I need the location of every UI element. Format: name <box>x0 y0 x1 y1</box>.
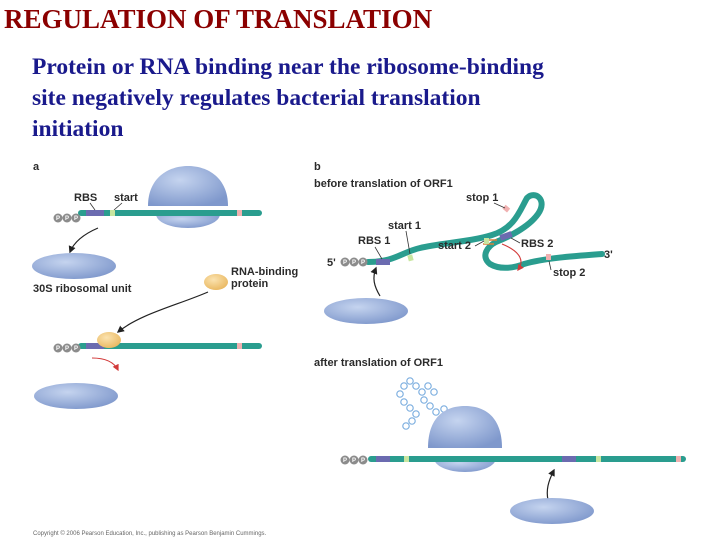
stop2-label: stop 2 <box>553 267 585 279</box>
free-30s-subunit-2 <box>34 383 118 409</box>
five-prime-label: 5' <box>327 257 336 269</box>
blocked-arrow-b <box>501 243 524 272</box>
panel-b-after: P P P <box>340 377 686 524</box>
slide-title: REGULATION OF TRANSLATION <box>4 4 433 34</box>
svg-text:P: P <box>74 216 78 222</box>
binding-arrow-b <box>370 266 381 297</box>
bound-protein <box>97 332 121 348</box>
svg-text:P: P <box>56 216 60 222</box>
protein-label-2: protein <box>231 278 269 290</box>
triphosphate-cap: P P P <box>53 213 81 223</box>
start1-site <box>407 254 414 262</box>
rbs2-site <box>499 231 513 241</box>
panel-a-step3: P P P <box>53 332 262 353</box>
start-label: start <box>114 192 138 204</box>
panel-a-label: a <box>33 161 40 173</box>
blocked-arrow <box>91 357 119 372</box>
subtitle-line-1: Protein or RNA binding near the ribosome… <box>32 54 544 80</box>
panel-b-before: P P P 5' 3' stop 1 start 1 RBS 1 start 2… <box>324 192 613 324</box>
subtitle-line-2: site negatively regulates bacterial tran… <box>32 85 481 111</box>
large-ribosome-subunit <box>148 166 228 206</box>
svg-text:P: P <box>361 260 365 266</box>
svg-text:P: P <box>361 458 365 464</box>
subunit-label: 30S ribosomal unit <box>33 283 132 295</box>
rna-binding-protein <box>204 274 228 290</box>
mrna-strand-b <box>368 456 686 462</box>
svg-text:P: P <box>343 458 347 464</box>
free-30s-subunit-b <box>324 298 408 324</box>
free-30s-subunit-b2 <box>510 498 594 524</box>
svg-text:P: P <box>352 260 356 266</box>
three-prime-label: 3' <box>604 249 613 261</box>
panel-a-step1: P P P RBS start <box>53 166 262 228</box>
large-ribosome-subunit-b <box>428 406 502 448</box>
rbs1-site <box>376 259 390 265</box>
protein-binding-arrow <box>116 291 209 333</box>
stop2-site <box>546 254 551 260</box>
stop-site <box>237 210 242 216</box>
svg-text:P: P <box>65 216 69 222</box>
start-site <box>110 210 115 216</box>
svg-text:P: P <box>343 260 347 266</box>
binding-arrow-b2 <box>546 468 555 501</box>
stop1-label: stop 1 <box>466 192 498 204</box>
rbs-label: RBS <box>74 192 97 204</box>
slide-subtitle: Protein or RNA binding near the ribosome… <box>32 52 692 145</box>
rbs2-label: RBS 2 <box>521 238 553 250</box>
small-ribosome-subunit <box>156 214 220 228</box>
protein-label-1: RNA-binding <box>231 266 298 278</box>
free-30s-subunit <box>32 253 116 279</box>
subtitle-line-3: initiation <box>32 116 124 142</box>
after-translation-label: after translation of ORF1 <box>314 357 443 369</box>
copyright-text: Copyright © 2006 Pearson Education, Inc.… <box>33 530 267 537</box>
triphosphate-cap: P P P <box>340 455 368 465</box>
start1-label: start 1 <box>388 220 421 232</box>
mrna-strand <box>78 210 262 216</box>
stop1-site <box>502 204 511 213</box>
dissociation-arrow <box>68 227 99 254</box>
svg-text:P: P <box>65 346 69 352</box>
before-translation-label: before translation of ORF1 <box>314 178 453 190</box>
panel-b-label: b <box>314 161 321 173</box>
triphosphate-cap: P P P <box>340 257 368 267</box>
start2-site <box>484 238 489 244</box>
svg-text:P: P <box>74 346 78 352</box>
svg-text:P: P <box>352 458 356 464</box>
rbs1-label: RBS 1 <box>358 235 390 247</box>
triphosphate-cap: P P P <box>53 343 81 353</box>
start2-label: start 2 <box>438 240 471 252</box>
svg-text:P: P <box>56 346 60 352</box>
rbs-site <box>86 210 104 216</box>
